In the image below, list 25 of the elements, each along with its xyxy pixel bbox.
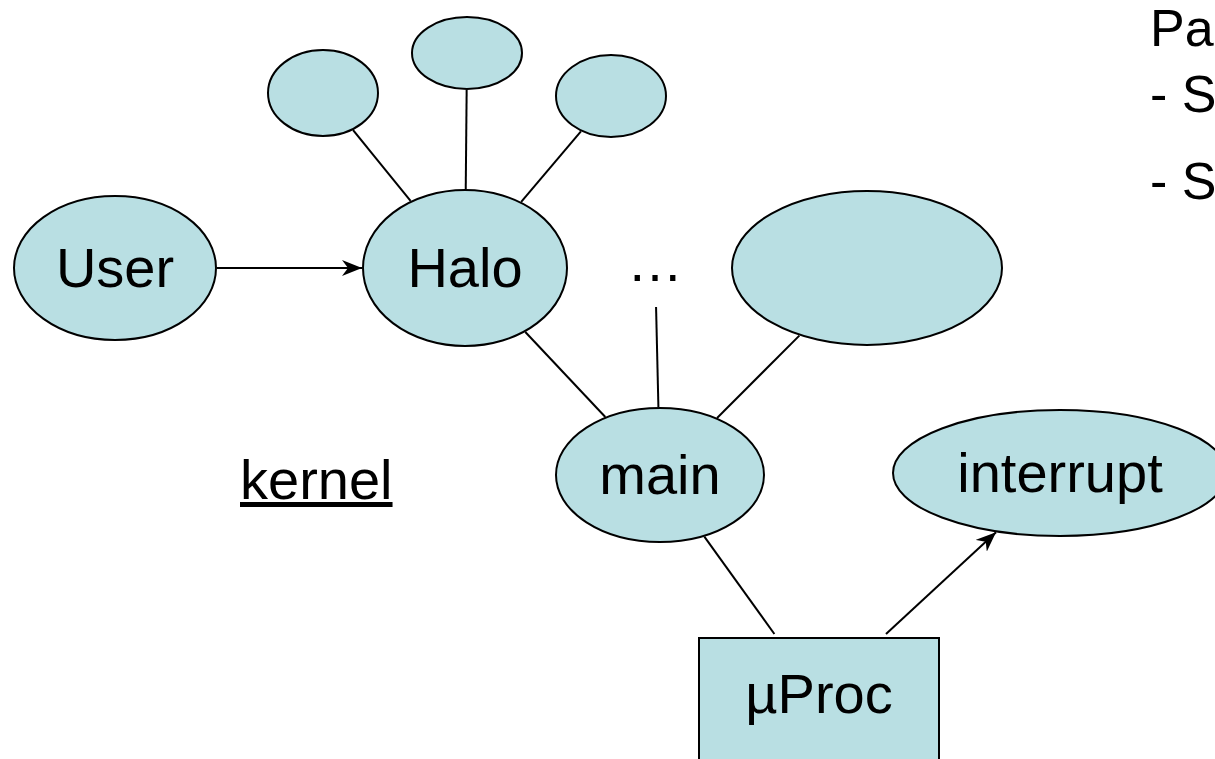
connector-line xyxy=(520,130,582,203)
arrow xyxy=(216,260,363,276)
ellipse-node xyxy=(731,190,1003,346)
arrow xyxy=(885,531,998,635)
connector-line xyxy=(352,129,412,202)
connector-line xyxy=(655,306,660,408)
ellipse-node xyxy=(411,16,523,90)
section-label: kernel xyxy=(240,452,393,508)
connector-line xyxy=(716,334,801,419)
connector-line xyxy=(703,535,776,635)
ellipse-node xyxy=(555,407,765,543)
node-label: User xyxy=(55,240,175,296)
connector-line xyxy=(464,89,468,190)
ellipse-node xyxy=(267,49,379,137)
bullet-text: - S xyxy=(1150,155,1215,207)
bullet-text: - S xyxy=(1150,68,1215,120)
ellipse-node xyxy=(362,189,568,347)
process-box xyxy=(698,634,940,759)
bullet-text: Pa xyxy=(1150,2,1214,54)
ellipsis-label: … xyxy=(627,234,683,290)
node-label: Halo xyxy=(407,240,523,296)
node-label: main xyxy=(599,447,721,503)
ellipse-node xyxy=(555,54,667,138)
ellipse-node xyxy=(13,195,217,341)
connector-line xyxy=(524,331,607,418)
